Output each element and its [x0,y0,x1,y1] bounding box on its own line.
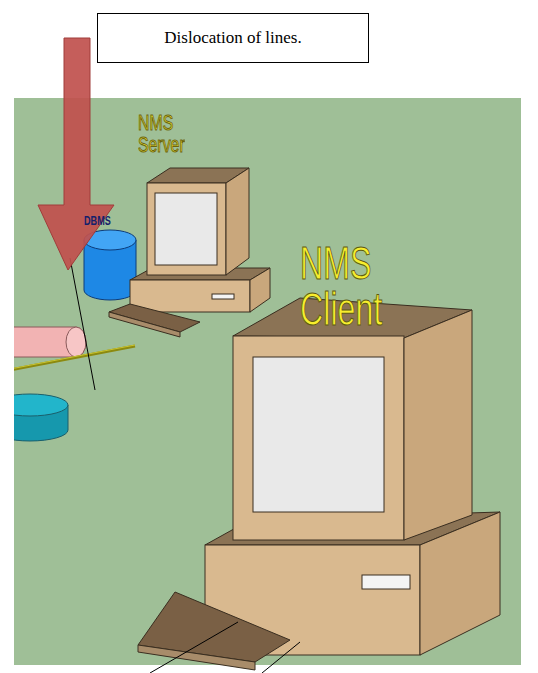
component-label: NMS Server [138,112,181,156]
teal-cylinder [0,327,135,441]
callout-text: Dislocation of lines. [164,28,301,48]
callout-arrow [38,38,114,270]
floor-line [262,642,300,673]
dbms-cylinder [84,230,136,300]
component-label: NMS Client [300,240,377,332]
floor-line [150,622,238,673]
server-computer [109,168,270,337]
callout-box: Dislocation of lines. [97,13,369,63]
client-computer [138,298,500,670]
component-label: DBMS [84,214,126,227]
dislocated-line [70,258,95,390]
